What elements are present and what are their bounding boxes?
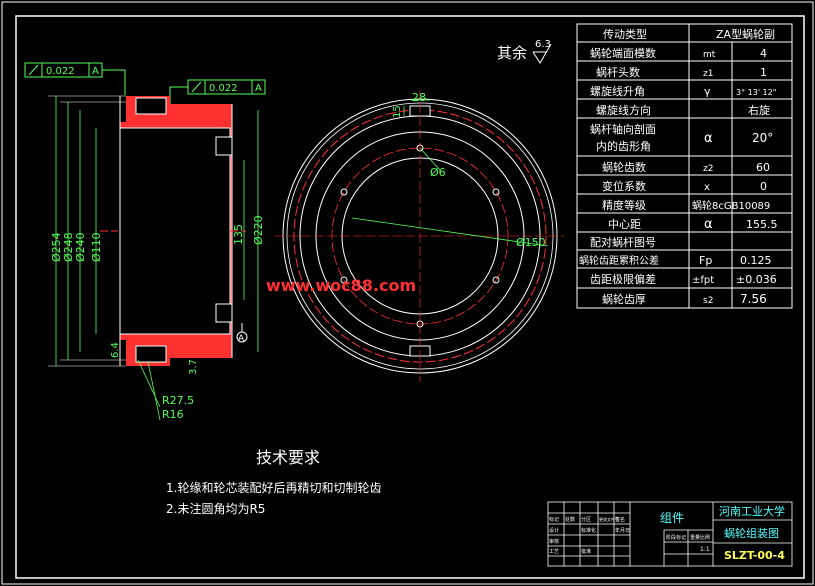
- svg-text:Fp: Fp: [699, 254, 712, 267]
- parameter-table-text: 传动类型 ZA型蜗轮副 蜗轮端面模数 mt 4 蜗杆头数 z1 1 螺旋线升角 …: [579, 27, 778, 306]
- svg-text:α: α: [704, 131, 713, 146]
- svg-text:3° 13' 12": 3° 13' 12": [736, 88, 776, 97]
- svg-text:蜗杆轴向剖面: 蜗杆轴向剖面: [590, 122, 656, 136]
- svg-text:7.56: 7.56: [740, 292, 767, 306]
- svg-text:重量: 重量: [690, 534, 700, 541]
- svg-text:蜗轮组装图: 蜗轮组装图: [724, 526, 779, 540]
- svg-text:γ: γ: [704, 85, 711, 98]
- svg-text:变位系数: 变位系数: [602, 179, 646, 193]
- svg-text:±0.036: ±0.036: [736, 273, 777, 286]
- svg-text:135: 135: [232, 224, 245, 245]
- svg-text:SLZT-00-4: SLZT-00-4: [724, 549, 785, 562]
- roughness-note: 其余 6.3: [497, 39, 552, 64]
- svg-text:0.125: 0.125: [740, 254, 772, 267]
- datum-marker: A: [236, 323, 248, 344]
- svg-text:15: 15: [392, 105, 403, 118]
- svg-text:A: A: [255, 83, 262, 94]
- tolerance-frame-2: 0.022 A: [169, 79, 266, 105]
- svg-text:Ø240: Ø240: [74, 232, 87, 262]
- svg-text:螺旋线升角: 螺旋线升角: [590, 84, 645, 98]
- svg-text:阶段标记: 阶段标记: [666, 534, 686, 541]
- svg-text:0: 0: [760, 180, 767, 193]
- svg-text:齿距极限偏差: 齿距极限偏差: [590, 272, 656, 286]
- svg-text:Ø220: Ø220: [252, 215, 265, 245]
- svg-text:工艺: 工艺: [549, 549, 559, 555]
- svg-text:x: x: [704, 182, 710, 193]
- front-view-dimension-texts: 28 15 Ø6 Ø150: [392, 91, 546, 249]
- svg-text:Ø150: Ø150: [516, 236, 546, 249]
- svg-text:2.未注圆角均为R5: 2.未注圆角均为R5: [166, 501, 265, 516]
- svg-text:精度等级: 精度等级: [602, 198, 646, 212]
- tech-requirements: 技术要求 1.轮缘和轮芯装配好后再精切和切制轮齿 2.未注圆角均为R5: [166, 448, 381, 516]
- svg-text:Ø110: Ø110: [90, 232, 103, 262]
- svg-text:组件: 组件: [660, 511, 684, 525]
- svg-text:0.022: 0.022: [209, 83, 238, 94]
- svg-text:ZA型蜗轮副: ZA型蜗轮副: [716, 27, 775, 41]
- section-dimension-lines: [55, 96, 259, 366]
- svg-text:28: 28: [412, 91, 426, 104]
- svg-text:签名: 签名: [615, 516, 625, 523]
- svg-text:Ø254: Ø254: [50, 232, 63, 262]
- svg-text:设计: 设计: [549, 527, 559, 534]
- svg-text:其余: 其余: [497, 44, 527, 62]
- svg-text:z1: z1: [703, 69, 713, 79]
- svg-text:R27.5: R27.5: [162, 394, 194, 407]
- svg-text:A: A: [238, 334, 245, 344]
- svg-text:20°: 20°: [752, 131, 773, 145]
- svg-text:配对蜗杆图号: 配对蜗杆图号: [590, 235, 656, 249]
- svg-text:更改文件号: 更改文件号: [599, 516, 619, 522]
- svg-text:分区: 分区: [581, 516, 591, 523]
- front-view: [275, 90, 565, 382]
- svg-text:6.4: 6.4: [110, 342, 121, 358]
- svg-text:右旋: 右旋: [748, 103, 770, 117]
- svg-text:蜗轮齿距累积公差: 蜗轮齿距累积公差: [579, 254, 659, 267]
- svg-text:Ø248: Ø248: [62, 232, 75, 262]
- svg-text:传动类型: 传动类型: [603, 27, 647, 41]
- svg-text:蜗轮8cGB10089: 蜗轮8cGB10089: [692, 199, 770, 212]
- svg-text:审核: 审核: [549, 538, 559, 545]
- svg-text:蜗轮端面模数: 蜗轮端面模数: [590, 46, 656, 60]
- svg-text:河南工业大学: 河南工业大学: [719, 504, 785, 518]
- svg-text:α: α: [704, 217, 713, 232]
- svg-text:0.022: 0.022: [46, 66, 75, 77]
- svg-text:蜗轮齿数: 蜗轮齿数: [602, 160, 646, 174]
- svg-text:z2: z2: [703, 164, 713, 174]
- section-dimension-texts: Ø254 Ø248 Ø240 Ø110 135 Ø220 6.4 3.7 R27…: [50, 215, 265, 421]
- svg-text:±fpt: ±fpt: [692, 275, 714, 286]
- svg-text:年月日: 年月日: [615, 527, 630, 534]
- watermark: www.woc88.com: [266, 276, 416, 295]
- svg-text:比例: 比例: [700, 534, 710, 541]
- svg-text:1.轮缘和轮芯装配好后再精切和切制轮齿: 1.轮缘和轮芯装配好后再精切和切制轮齿: [166, 481, 381, 495]
- svg-text:处数: 处数: [565, 516, 575, 523]
- svg-text:60: 60: [756, 161, 770, 174]
- tolerance-frame-1: 0.022 A: [24, 62, 126, 95]
- parameter-table: [576, 23, 793, 309]
- svg-text:R16: R16: [162, 408, 184, 421]
- svg-text:标准化: 标准化: [581, 527, 596, 534]
- svg-text:批准: 批准: [581, 548, 591, 555]
- title-block-text: 组件 河南工业大学 蜗轮组装图 SLZT-00-4 标记 处数 分区 更改文件号…: [549, 504, 785, 562]
- svg-text:蜗杆头数: 蜗杆头数: [596, 65, 640, 79]
- svg-text:A: A: [92, 66, 99, 77]
- title-block: [547, 501, 793, 567]
- svg-text:6.3: 6.3: [535, 39, 551, 50]
- svg-text:mt: mt: [703, 50, 716, 60]
- section-view: [48, 95, 246, 367]
- inner-border: [15, 15, 805, 579]
- svg-text:Ø6: Ø6: [430, 166, 446, 179]
- svg-text:4: 4: [760, 47, 767, 60]
- svg-text:3.7: 3.7: [188, 359, 199, 375]
- svg-text:1:1: 1:1: [700, 546, 710, 553]
- svg-text:155.5: 155.5: [746, 218, 778, 231]
- svg-text:中心距: 中心距: [608, 218, 641, 231]
- svg-text:标记: 标记: [549, 516, 559, 523]
- svg-text:技术要求: 技术要求: [256, 448, 320, 467]
- svg-text:蜗轮齿厚: 蜗轮齿厚: [602, 292, 646, 306]
- svg-text:1: 1: [760, 66, 767, 79]
- svg-text:内的齿形角: 内的齿形角: [596, 139, 651, 153]
- svg-text:螺旋线方向: 螺旋线方向: [596, 103, 651, 117]
- svg-text:s2: s2: [703, 296, 713, 306]
